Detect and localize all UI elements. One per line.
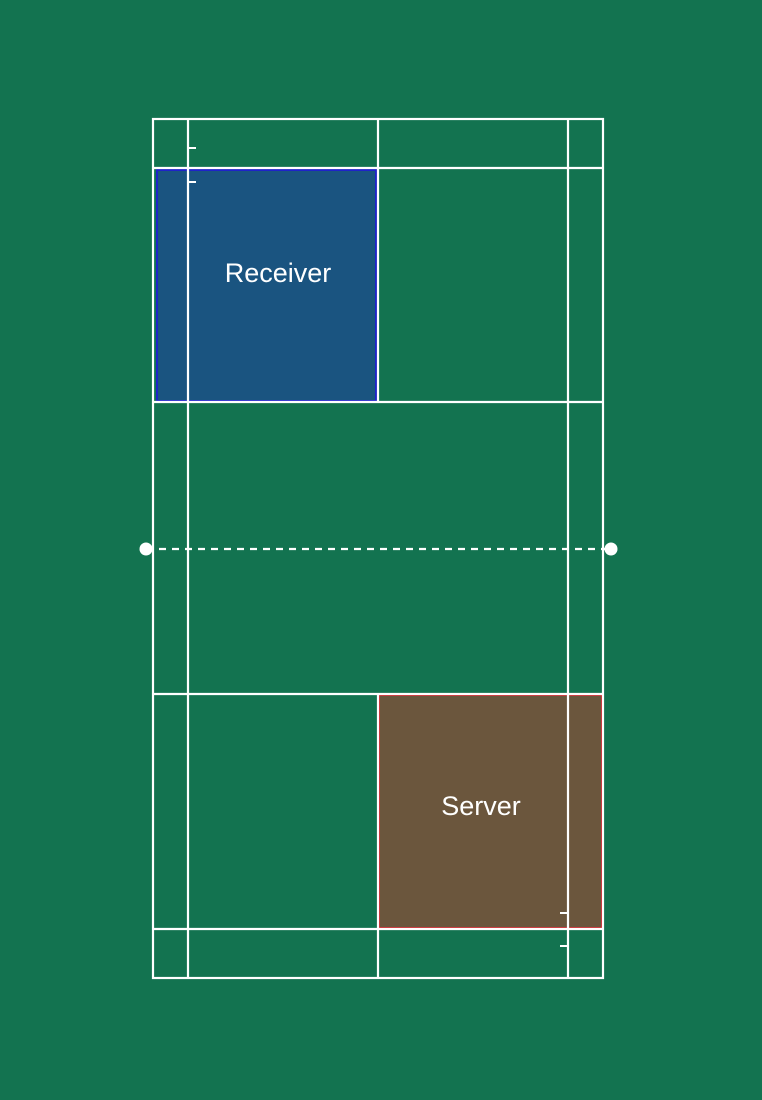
net-post-left: [139, 542, 153, 556]
tick-marks: [188, 147, 568, 947]
net-post-right: [604, 542, 618, 556]
server-label: Server: [441, 791, 521, 821]
receiver-label: Receiver: [225, 258, 332, 288]
receiver-zone: [156, 169, 377, 402]
